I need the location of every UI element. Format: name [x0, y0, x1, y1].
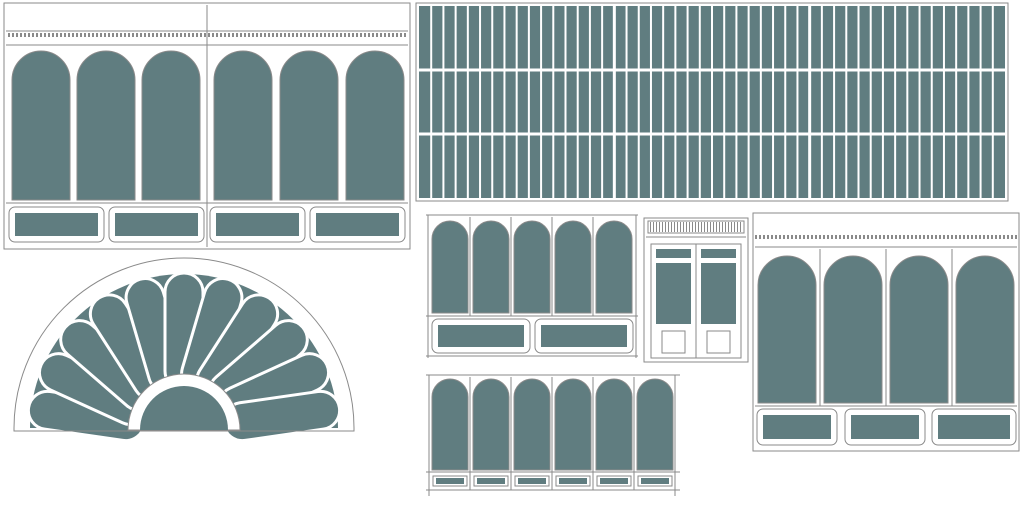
door-glass [701, 263, 736, 324]
arched-pane [472, 378, 510, 471]
arched-window-wall-six-bay-low-rail [426, 374, 680, 496]
arched-pane [76, 50, 136, 201]
arched-pane [431, 220, 469, 314]
kick-panel-glass [438, 325, 524, 347]
kick-panel-glass [763, 415, 831, 439]
arched-pane [141, 50, 201, 201]
door-glass [656, 263, 691, 324]
rail-panel-glass [600, 478, 628, 484]
arched-pane [595, 220, 633, 314]
kick-panel-glass [216, 213, 299, 236]
kick-panel-frame [756, 408, 838, 446]
fan-petals [26, 271, 342, 443]
rail-panel-glass [641, 478, 669, 484]
door-transom-glass [701, 249, 736, 258]
kick-panel-frame [209, 206, 306, 243]
arched-pane [279, 50, 339, 201]
rail-panel-glass [436, 478, 464, 484]
kick-panel-glass [115, 213, 198, 236]
arched-panes [431, 377, 674, 490]
arched-pane [554, 378, 592, 471]
arched-pane [213, 50, 273, 201]
door-bottom-panel [661, 330, 686, 354]
kick-panel-frame [431, 318, 531, 354]
kick-panel-frame [8, 206, 105, 243]
door-head-band [647, 220, 745, 234]
fanlight-hub-glass [140, 386, 228, 430]
arched-panes [757, 249, 1015, 406]
kick-panel-glass [851, 415, 919, 439]
rail-panel-glass [477, 478, 505, 484]
arched-panes [431, 217, 633, 316]
grid-mullions [419, 6, 1005, 198]
fanlight-half-round [13, 257, 355, 443]
arched-pane [595, 378, 633, 471]
arched-pane [513, 220, 551, 314]
arched-pane [345, 50, 405, 201]
arched-window-wall-five-bay [426, 214, 638, 358]
kick-panels [8, 206, 406, 243]
kick-panel-frame [931, 408, 1017, 446]
door-transom-glass [656, 249, 691, 258]
kick-panel-glass [316, 213, 399, 236]
arched-pane [955, 255, 1015, 404]
kick-panel-frame [844, 408, 926, 446]
rail-panel-glass [518, 478, 546, 484]
kick-panel-frame [309, 206, 406, 243]
arched-pane [513, 378, 551, 471]
door-bottom-panel [706, 330, 731, 354]
kick-panel-frame [108, 206, 205, 243]
arched-pane [11, 50, 71, 201]
kick-panel-glass [938, 415, 1010, 439]
arched-pane [823, 255, 883, 404]
arched-pane [472, 220, 510, 314]
kick-panel-glass [541, 325, 627, 347]
rail-panel-glass [559, 478, 587, 484]
arched-window-wall-six-bay [3, 2, 411, 250]
kick-panel-frame [534, 318, 634, 354]
arched-pane [889, 255, 949, 404]
kick-panel-glass [15, 213, 98, 236]
arched-pane [636, 378, 674, 471]
arched-window-wall-four-bay [752, 212, 1020, 452]
grid-glazing-panel [415, 2, 1009, 202]
arched-pane [757, 255, 817, 404]
arched-pane [554, 220, 592, 314]
double-door-with-transom [643, 217, 749, 363]
arched-panes [11, 50, 405, 201]
arched-pane [431, 378, 469, 471]
